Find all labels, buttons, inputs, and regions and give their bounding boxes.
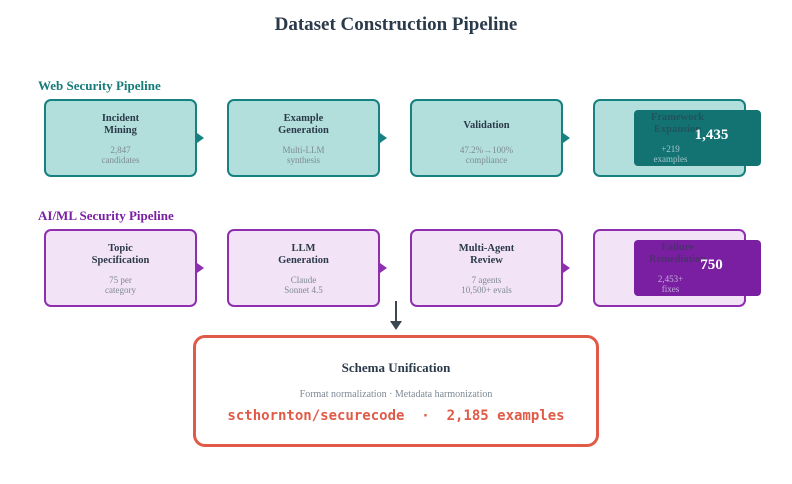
- step-name: LLM Generation: [278, 243, 329, 266]
- step-name: Topic Specification: [91, 243, 150, 266]
- arrow-down-icon: [390, 301, 402, 330]
- schema-unification-box: Schema Unification Format normalization …: [193, 335, 599, 447]
- step-detail: 47.2%→100% compliance: [459, 145, 514, 165]
- step-detail: 7 agents 10,500+ evals: [461, 275, 512, 295]
- step-name: Example Generation: [278, 113, 329, 136]
- step-name: Incident Mining: [101, 113, 140, 136]
- step-name: Validation: [463, 120, 510, 131]
- web-pipeline-label: Web Security Pipeline: [38, 78, 161, 93]
- diagram-title: Dataset Construction Pipeline: [274, 14, 518, 35]
- ai-count-value: 750: [700, 257, 723, 273]
- repository-summary: scthornton/securecode · 2,185 examples: [227, 408, 565, 424]
- step-name: Multi-Agent Review: [458, 243, 515, 266]
- step-detail: Claude Sonnet 4.5: [284, 275, 323, 295]
- web-count-value: 1,435: [694, 127, 729, 143]
- arrow-right-icon: [197, 133, 204, 143]
- ai-step-multi-agent-review: Multi-Agent Review 7 agents 10,500+ eval…: [410, 229, 563, 307]
- ai-step-llm-generation: LLM Generation Claude Sonnet 4.5: [227, 229, 380, 307]
- step-detail: 75 per category: [105, 275, 136, 295]
- step-name: Failure Remediation: [648, 242, 707, 265]
- step-detail: +219 examples: [653, 144, 688, 164]
- web-step-example-generation: Example Generation Multi-LLM synthesis: [227, 99, 380, 177]
- web-step-incident-mining: Incident Mining 2,847 candidates: [44, 99, 197, 177]
- step-detail: 2,847 candidates: [101, 145, 140, 165]
- ai-pipeline-label: AI/ML Security Pipeline: [38, 208, 174, 223]
- unification-title: Schema Unification: [341, 360, 451, 375]
- step-detail: Multi-LLM synthesis: [282, 145, 325, 165]
- arrow-right-icon: [380, 263, 387, 273]
- step-name: Framework Expansion: [650, 112, 705, 135]
- web-step-validation: Validation 47.2%→100% compliance: [410, 99, 563, 177]
- arrow-right-icon: [197, 263, 204, 273]
- ai-step-topic-specification: Topic Specification 75 per category: [44, 229, 197, 307]
- web-count-badge: Framework Expansion 1,435 +219 examples: [634, 110, 761, 166]
- arrow-right-icon: [380, 133, 387, 143]
- arrow-right-icon: [563, 263, 570, 273]
- unification-subtitle: Format normalization · Metadata harmoniz…: [299, 389, 493, 400]
- ai-count-badge: Failure Remediation 750 2,453+ fixes: [634, 240, 761, 296]
- arrow-right-icon: [563, 133, 570, 143]
- step-detail: 2,453+ fixes: [657, 274, 684, 294]
